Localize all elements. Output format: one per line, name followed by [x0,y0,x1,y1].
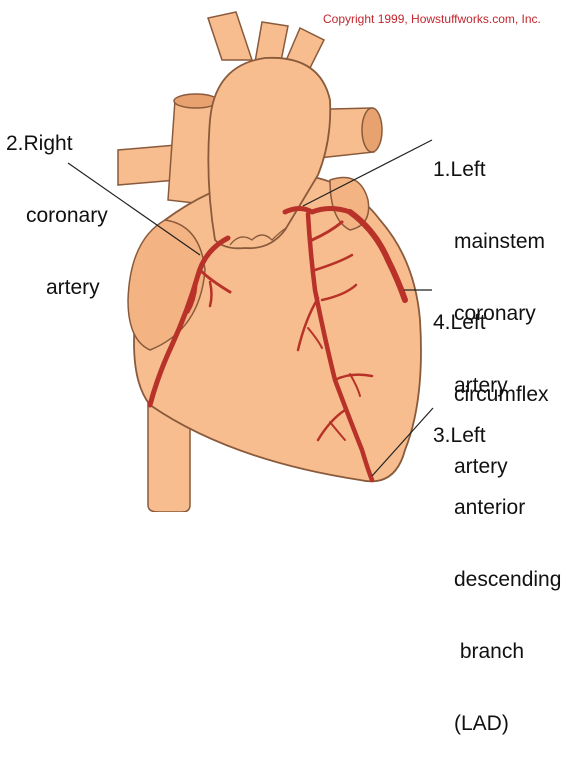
label-line: coronary [6,204,108,228]
label-line: (LAD) [433,712,561,736]
label-line: mainstem [433,230,545,254]
label-left-anterior-descending-branch: 3.Left anterior descending branch (LAD) [433,376,561,784]
label-line: 1.Left [433,158,545,182]
label-line: anterior [433,496,561,520]
pulmonary-opening [362,108,382,152]
label-line: branch [433,640,561,664]
heart-diagram: Copyright 1999, Howstuffworks.com, Inc. … [0,0,580,512]
label-line: 2.Right [6,132,108,156]
copyright-notice: Copyright 1999, Howstuffworks.com, Inc. [323,12,541,26]
label-right-coronary-artery: 2.Right coronary artery [6,84,108,348]
label-line: descending [433,568,561,592]
label-line: 4.Left [433,311,549,335]
label-line: 3.Left [433,424,561,448]
aortic-branch-1 [208,12,252,60]
label-line: artery [6,276,108,300]
